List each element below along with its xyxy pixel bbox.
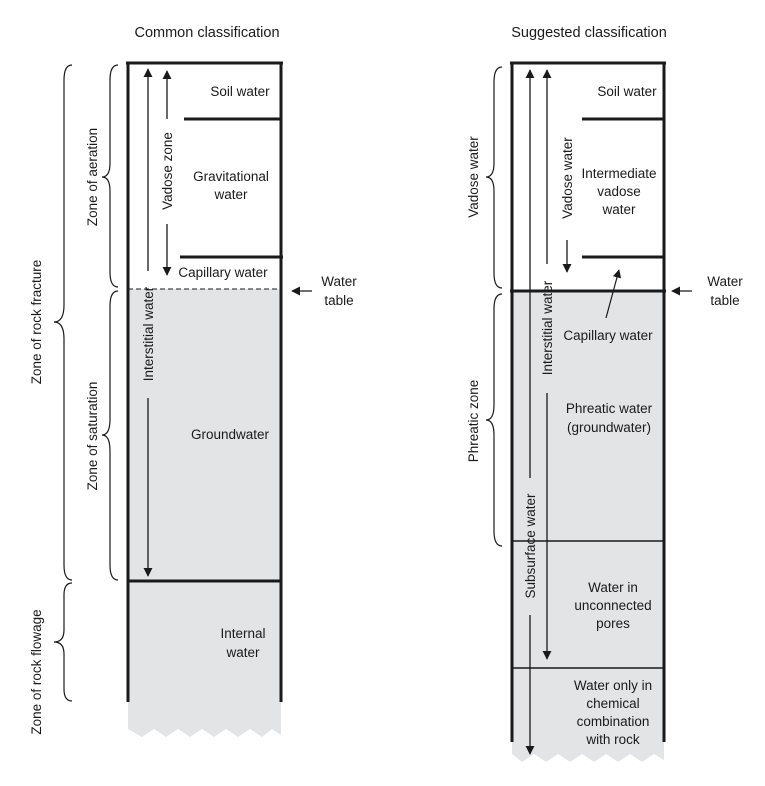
right-diagram: Suggested classification Vadose water Ph… [466,25,743,762]
left-zone-aeration-label: Zone of aeration [85,128,100,226]
right-brace-vadose-water [485,66,503,289]
left-brace-aeration [101,64,119,288]
left-diagram: Common classification Zone of rock fract… [29,25,357,737]
right-zone-phreatic-label: Phreatic zone [466,380,481,463]
right-subsurface-label: Subsurface water [523,493,538,599]
left-zone-rock-flowage-label: Zone of rock flowage [29,609,44,734]
right-chemical-label-4: with rock [585,732,640,747]
left-internal-label-2: water [225,645,260,660]
right-intermediate-label-3: water [601,202,636,217]
right-unconnected-label-1: Water in [588,580,638,595]
left-brace-saturation [101,290,119,581]
right-title: Suggested classification [511,25,667,41]
right-zone-vadose-water-label: Vadose water [466,136,481,218]
right-water-table-label-1: Water [707,274,743,289]
left-zone-rock-fracture-label: Zone of rock fracture [29,260,44,385]
left-gravitational-label-2: water [213,187,248,202]
right-interstitial-label: Interstitial water [540,280,555,375]
left-gravitational-label-1: Gravitational [193,169,269,184]
right-unconnected-label-2: unconnected [574,598,651,613]
right-saturated-fill [512,291,664,762]
right-soil-water-label: Soil water [597,84,657,99]
right-capillary-label: Capillary water [563,328,653,343]
left-vadose-zone-label: Vadose zone [160,132,175,210]
right-water-table-label-2: table [710,293,739,308]
left-water-table-label-2: table [324,293,353,308]
right-unconnected-label-3: pores [596,616,630,631]
right-intermediate-label-2: vadose [597,184,641,199]
left-soil-water-label: Soil water [210,84,270,99]
left-interstitial-label: Interstitial water [141,286,156,381]
left-saturated-fill [128,289,281,737]
left-internal-label-1: Internal [220,626,265,641]
left-water-table-label-1: Water [321,274,357,289]
right-capillary-pointer-arrow [605,269,622,319]
left-capillary-label: Capillary water [178,265,268,280]
right-phreatic-label-2: (groundwater) [567,420,651,435]
right-chemical-label-3: combination [577,714,650,729]
right-chemical-label-2: chemical [586,696,639,711]
left-groundwater-label: Groundwater [191,427,270,442]
left-title: Common classification [134,25,279,41]
left-zone-saturation-label: Zone of saturation [85,382,100,491]
right-chemical-label-1: Water only in [574,678,652,693]
left-brace-rock-flowage [53,582,73,702]
right-brace-phreatic [485,293,503,547]
right-intermediate-label-1: Intermediate [581,166,656,181]
right-vadose-water-arrow-label: Vadose water [560,137,575,219]
left-brace-rock-fracture [53,64,73,581]
right-phreatic-label-1: Phreatic water [566,401,653,416]
